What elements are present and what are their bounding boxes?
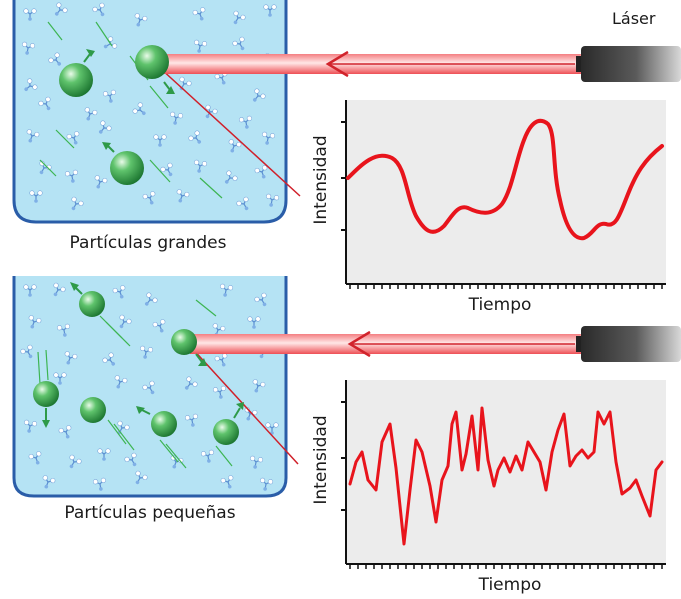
top-particles-label: Partículas grandes bbox=[70, 233, 227, 253]
top-particles bbox=[59, 45, 175, 185]
bottom-motion-streaks bbox=[37, 299, 233, 469]
particle-icon bbox=[171, 329, 197, 355]
particle-icon bbox=[79, 291, 105, 317]
particle-icon bbox=[59, 63, 93, 97]
light-beam-arrow-icon bbox=[325, 50, 349, 78]
bottom-scatter-line bbox=[189, 345, 299, 465]
top-panel: Láser Partículas grandes Intensidad Tiem… bbox=[12, 0, 681, 315]
bottom-intensity-trace bbox=[348, 406, 664, 546]
laser-label: Láser bbox=[612, 9, 656, 28]
top-plot-ticks bbox=[341, 121, 663, 289]
top-container bbox=[12, 0, 288, 224]
bottom-y-axis-label: Intensidad bbox=[311, 415, 331, 504]
bottom-plot-ticks bbox=[341, 401, 663, 569]
top-scatter-line bbox=[159, 67, 301, 197]
particle-icon bbox=[110, 151, 144, 185]
bottom-x-axis-label: Tiempo bbox=[478, 575, 542, 595]
top-x-axis-label: Tiempo bbox=[468, 295, 532, 315]
particle-icon bbox=[80, 397, 106, 423]
top-y-axis-label: Intensidad bbox=[311, 135, 331, 224]
particle-icon bbox=[33, 381, 59, 407]
top-intensity-trace bbox=[346, 118, 664, 241]
particle-icon bbox=[135, 45, 169, 79]
laser-device-icon bbox=[576, 46, 681, 82]
laser-device-icon bbox=[576, 326, 681, 362]
bottom-particles bbox=[33, 282, 244, 445]
bottom-laser-beam bbox=[190, 330, 590, 358]
bottom-particles-label: Partículas pequeñas bbox=[64, 503, 235, 523]
light-beam-arrow-icon bbox=[347, 330, 371, 358]
particle-icon bbox=[151, 411, 177, 437]
top-laser-beam bbox=[158, 50, 590, 78]
bottom-plot: Intensidad Tiempo bbox=[311, 380, 666, 595]
top-plot: Intensidad Tiempo bbox=[311, 100, 666, 315]
particle-icon bbox=[213, 419, 239, 445]
top-plot-axes bbox=[345, 100, 666, 285]
bottom-plot-axes bbox=[345, 380, 666, 565]
bottom-panel: Partículas pequeñas Intensidad Tiempo bbox=[12, 276, 681, 595]
